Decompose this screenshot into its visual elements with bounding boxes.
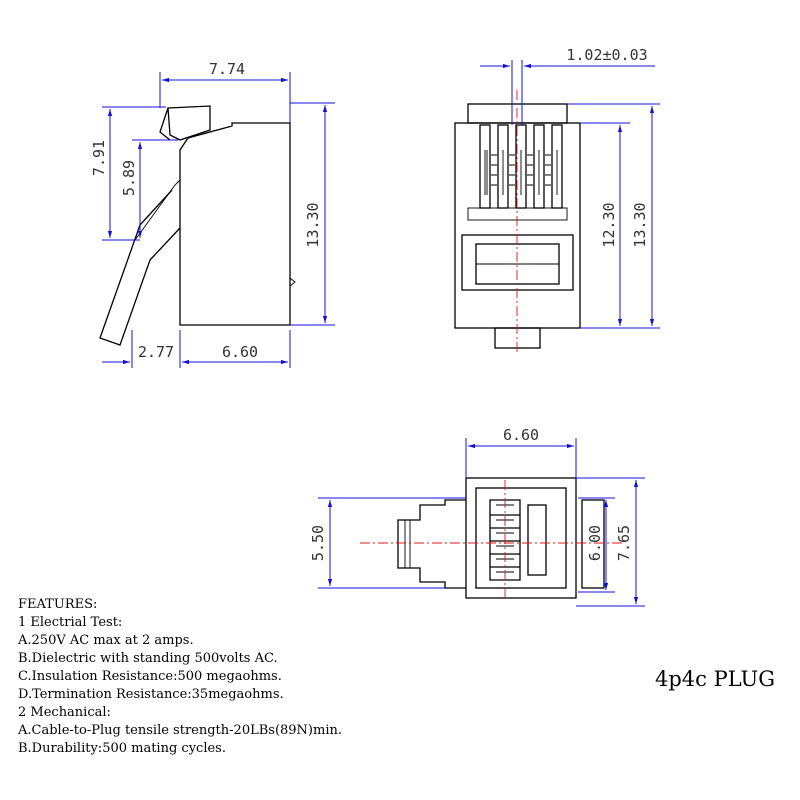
features-line: D.Termination Resistance:35megaohms. <box>18 687 284 702</box>
dim-12-30: 12.30 <box>580 122 630 329</box>
front-view-latch-window <box>461 234 574 291</box>
features-line: A.250V AC max at 2 amps. <box>18 633 194 648</box>
dim-7-74: 7.74 <box>159 60 291 123</box>
dim-2-77-6-60: 2.77 6.60 <box>102 330 291 368</box>
dim-1-02: 1.02±0.03 <box>480 46 655 125</box>
front-view-body <box>454 122 581 329</box>
end-view: 6.60 5.50 6.00 7.65 <box>309 426 645 607</box>
features-line: B.Dielectric with standing 500volts AC. <box>18 651 278 666</box>
dim-5-89: 5.89 <box>120 139 178 238</box>
side-view-latch-lever <box>99 107 181 346</box>
features-line: 1 Electrial Test: <box>18 615 123 630</box>
features-list: FEATURES: 1 Electrial Test: A.250V AC ma… <box>18 596 342 758</box>
dim-5-50: 5.50 <box>309 497 466 589</box>
dim-13-30-side: 13.30 <box>290 102 335 326</box>
features-line: A.Cable-to-Plug tensile strength-20LBs(8… <box>18 723 342 738</box>
dim-6-00: 6.00 <box>578 497 615 593</box>
side-view-notch <box>289 277 296 287</box>
plug-title: 4p4c PLUG <box>655 667 776 691</box>
dim-label-6-60-side: 6.60 <box>222 343 258 361</box>
contact-pin <box>533 124 545 209</box>
dim-7-91: 7.91 <box>90 106 166 241</box>
dim-label-7-65: 7.65 <box>615 525 633 561</box>
features-line: 2 Mechanical: <box>18 705 111 720</box>
dim-label-2-77: 2.77 <box>138 343 174 361</box>
dim-13-30-front: 13.30 <box>567 103 660 329</box>
dim-label-6-00: 6.00 <box>586 525 604 561</box>
features-heading: FEATURES: <box>18 597 98 612</box>
dim-6-60-end: 6.60 <box>465 426 577 478</box>
end-view-latch <box>397 499 466 589</box>
front-view: 1.02±0.03 12.30 13.30 <box>454 46 660 355</box>
contact-pin <box>515 124 527 209</box>
dim-label-5-50: 5.50 <box>309 525 327 561</box>
side-view-latch-tab <box>167 105 211 141</box>
dim-label-13-30-side: 13.30 <box>304 202 322 247</box>
end-view-inner-frame <box>475 487 567 589</box>
front-view-contacts <box>479 124 563 209</box>
side-view-latch-inner <box>134 179 181 241</box>
dim-7-65: 7.65 <box>576 477 645 607</box>
dim-label-12-30: 12.30 <box>600 202 618 247</box>
side-view: 7.74 7.91 5.89 13.30 2.77 <box>90 60 335 368</box>
contact-pin <box>479 124 491 209</box>
contact-pin <box>551 124 563 209</box>
dim-label-5-89: 5.89 <box>120 160 138 196</box>
dim-label-1-02: 1.02±0.03 <box>566 46 647 64</box>
front-view-contact-base <box>467 207 568 221</box>
side-view-body-outline <box>179 122 291 326</box>
features-line: B.Durability:500 mating cycles. <box>18 741 226 756</box>
dim-label-6-60-end: 6.60 <box>503 426 539 444</box>
contact-pin <box>497 124 509 209</box>
end-view-side-slot <box>527 504 547 576</box>
front-view-top-tab <box>467 103 568 124</box>
features-line: C.Insulation Resistance:500 megaohms. <box>18 669 282 684</box>
dim-label-13-30-front: 13.30 <box>631 202 649 247</box>
dim-label-7-91: 7.91 <box>90 140 108 176</box>
front-view-bottom-tab <box>494 327 541 349</box>
end-view-body <box>465 477 577 599</box>
dim-label-7-74: 7.74 <box>209 60 245 78</box>
